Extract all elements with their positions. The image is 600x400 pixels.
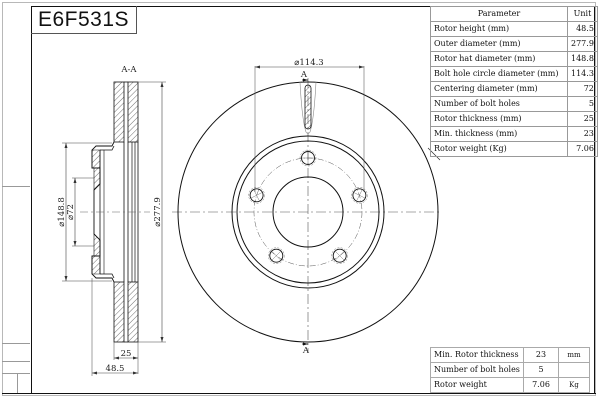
header-parameter: Parameter — [430, 6, 568, 22]
part-number-box: E6F531S — [31, 6, 137, 34]
header-unit: Unit — [567, 6, 598, 22]
table-row: Rotor weight 7.06 Kg — [430, 377, 590, 393]
param-label: Bolt hole circle diameter (mm) — [430, 66, 568, 82]
title-block-divider — [17, 373, 18, 393]
summary-label: Min. Rotor thickness — [430, 347, 524, 363]
table-row: Rotor weight (Kg)7.06 — [430, 141, 598, 157]
section-marker-bottom: A — [302, 346, 310, 356]
bottom-border — [2, 393, 596, 394]
outer-frame — [2, 2, 596, 396]
title-block-line — [2, 361, 30, 362]
param-value: 48.5 — [567, 21, 598, 37]
summary-unit: mm — [558, 347, 590, 363]
dim-height: 48.5 — [106, 364, 125, 374]
summary-table: Min. Rotor thickness 23 mm Number of bol… — [430, 347, 590, 393]
param-label: Rotor hat diameter (mm) — [430, 51, 568, 67]
summary-label: Number of bolt holes — [430, 362, 524, 378]
param-label: Centering diameter (mm) — [430, 81, 568, 97]
title-block-line — [2, 343, 30, 344]
param-value: 23 — [567, 126, 598, 142]
section-label: A-A — [120, 65, 137, 75]
section-view: A-A — [57, 65, 166, 376]
parameter-table: Parameter Unit Rotor height (mm)48.5 Out… — [430, 6, 598, 157]
param-value: 25 — [567, 111, 598, 127]
table-header-row: Parameter Unit — [430, 6, 598, 22]
param-label: Outer diameter (mm) — [430, 36, 568, 52]
bolt-holes — [248, 149, 368, 264]
param-label: Rotor thickness (mm) — [430, 111, 568, 127]
param-label: Rotor weight (Kg) — [430, 141, 568, 157]
summary-value: 23 — [523, 347, 559, 363]
part-number: E6F531S — [37, 7, 130, 31]
table-row: Rotor height (mm)48.5 — [430, 21, 598, 37]
table-row: Min. thickness (mm)23 — [430, 126, 598, 142]
param-value: 7.06 — [567, 141, 598, 157]
param-label: Number of bolt holes — [430, 96, 568, 112]
table-row: Rotor hat diameter (mm)148.8 — [430, 51, 598, 67]
section-marker-top: A — [300, 70, 308, 80]
param-label: Min. thickness (mm) — [430, 126, 568, 142]
summary-unit: Kg — [558, 377, 590, 393]
dim-bolt-circle: ⌀114.3 — [294, 58, 323, 68]
param-value: 114.3 — [567, 66, 598, 82]
param-value: 277.9 — [567, 36, 598, 52]
table-row: Centering diameter (mm)72 — [430, 81, 598, 97]
summary-unit — [558, 362, 590, 378]
front-view: A A ⌀114.3 — [172, 58, 441, 356]
table-row: Rotor thickness (mm)25 — [430, 111, 598, 127]
param-value: 72 — [567, 81, 598, 97]
param-value: 148.8 — [567, 51, 598, 67]
summary-value: 7.06 — [523, 377, 559, 393]
param-label: Rotor height (mm) — [430, 21, 568, 37]
param-value: 5 — [567, 96, 598, 112]
dim-centering-diameter: ⌀72 — [66, 204, 76, 220]
dim-thickness: 25 — [121, 349, 132, 359]
summary-label: Rotor weight — [430, 377, 524, 393]
table-row: Number of bolt holes 5 — [430, 362, 590, 378]
summary-value: 5 — [523, 362, 559, 378]
dim-hat-diameter: ⌀148.8 — [57, 197, 67, 226]
title-block-line — [2, 186, 30, 187]
title-block-line — [2, 373, 30, 374]
table-row: Bolt hole circle diameter (mm)114.3 — [430, 66, 598, 82]
dim-outer-diameter: ⌀277.9 — [153, 197, 163, 226]
table-row: Outer diameter (mm)277.9 — [430, 36, 598, 52]
table-row: Min. Rotor thickness 23 mm — [430, 347, 590, 363]
